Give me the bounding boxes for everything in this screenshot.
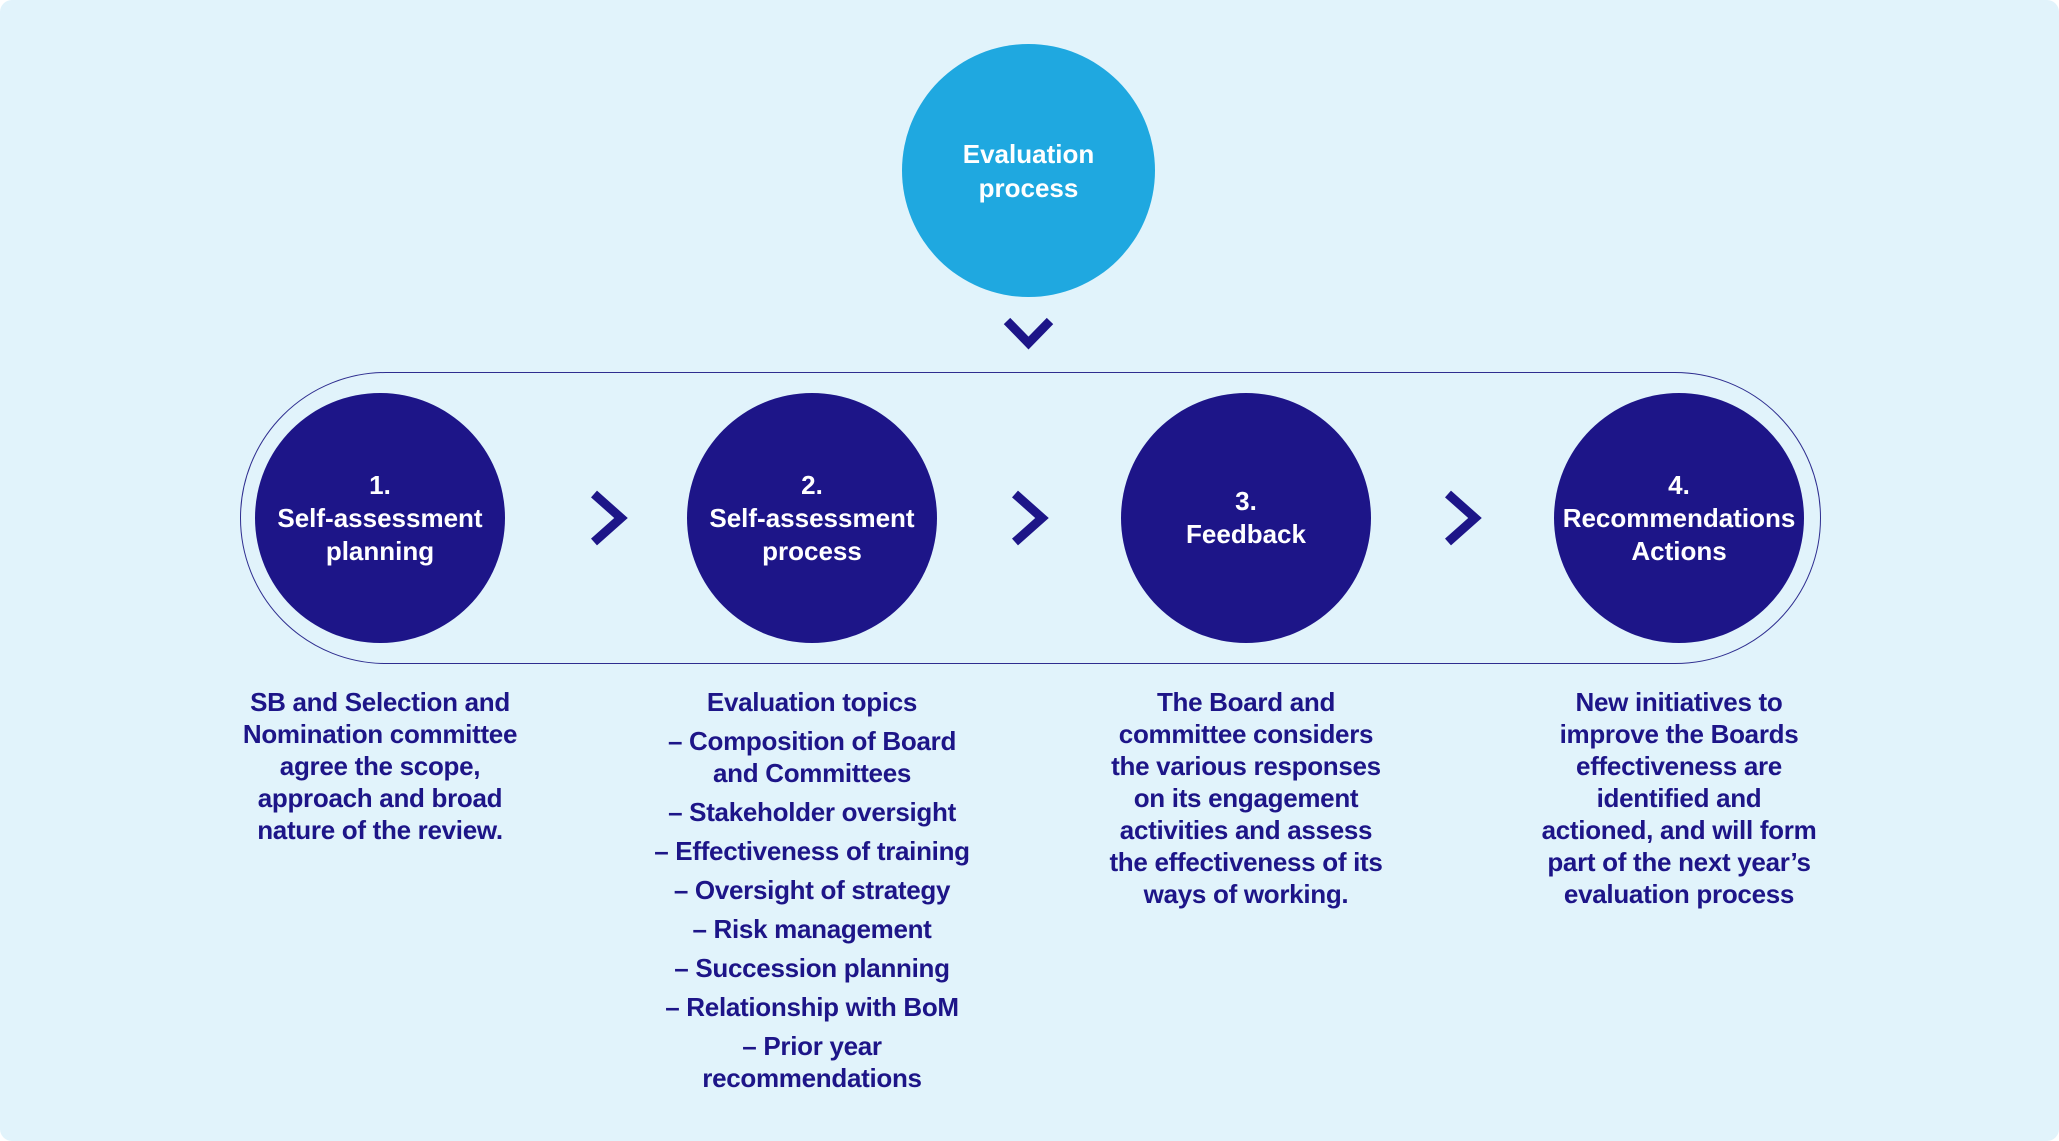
process-pill-outline (240, 372, 1821, 664)
text-line: – Succession planning (674, 953, 950, 983)
text-line: – Stakeholder oversight (668, 797, 956, 827)
text-line: Recommendations (1562, 502, 1796, 533)
text-line: – Effectiveness of training (654, 836, 970, 866)
text-line: approach and broad (257, 783, 503, 813)
text-line: SB and Selection and (250, 687, 510, 717)
chevron-right-icon (591, 490, 628, 546)
text-line: recommendations (702, 1063, 922, 1093)
text-line: process (978, 172, 1079, 203)
text-line: New initiatives to (1575, 687, 1783, 717)
text-line: the various responses (1111, 751, 1381, 781)
text-line: Evaluation (962, 138, 1095, 169)
text-line: 3. (1235, 486, 1257, 516)
text-line: Actions (1631, 535, 1727, 566)
text-line: on its engagement (1133, 783, 1359, 813)
text-line: 4. (1668, 469, 1690, 500)
text-line: 1. (369, 469, 391, 500)
text-line: improve the Boards (1559, 719, 1799, 749)
text-line: agree the scope, (279, 751, 481, 781)
text-line: actioned, and will form (1541, 815, 1817, 845)
text-line: The Board and (1156, 687, 1336, 717)
text-line: 2. (801, 469, 823, 500)
chevron-right-icon (1445, 490, 1482, 546)
text-line: committee considers (1118, 719, 1374, 749)
text-line: – Oversight of strategy (673, 875, 951, 905)
text-line: evaluation process (1563, 879, 1795, 909)
text-line: effectiveness are (1576, 751, 1782, 781)
text-line: identified and (1596, 783, 1762, 813)
text-line: ways of working. (1143, 879, 1349, 909)
chevron-down-icon (1003, 317, 1054, 350)
text-line: Self-assessment (709, 502, 915, 533)
text-line: planning (325, 535, 435, 566)
text-line: Nomination committee (242, 719, 518, 749)
chevron-right-icon (1012, 490, 1049, 546)
text-line: Evaluation topics (706, 687, 918, 717)
text-line: and Committees (712, 758, 912, 788)
text-line: nature of the review. (257, 815, 503, 845)
text-line: – Prior year (742, 1031, 882, 1061)
text-line: Self-assessment (277, 502, 483, 533)
text-line: – Risk management (692, 914, 932, 944)
text-line: – Composition of Board (667, 726, 957, 756)
text-line: Feedback (1186, 519, 1306, 549)
text-line: activities and assess (1119, 815, 1373, 845)
text-line: part of the next year’s (1547, 847, 1811, 877)
text-line: – Relationship with BoM (665, 992, 959, 1022)
text-line: process (762, 535, 862, 566)
text-line: the effectiveness of its (1109, 847, 1383, 877)
step-circle-3: 3.Feedback (1121, 393, 1371, 643)
